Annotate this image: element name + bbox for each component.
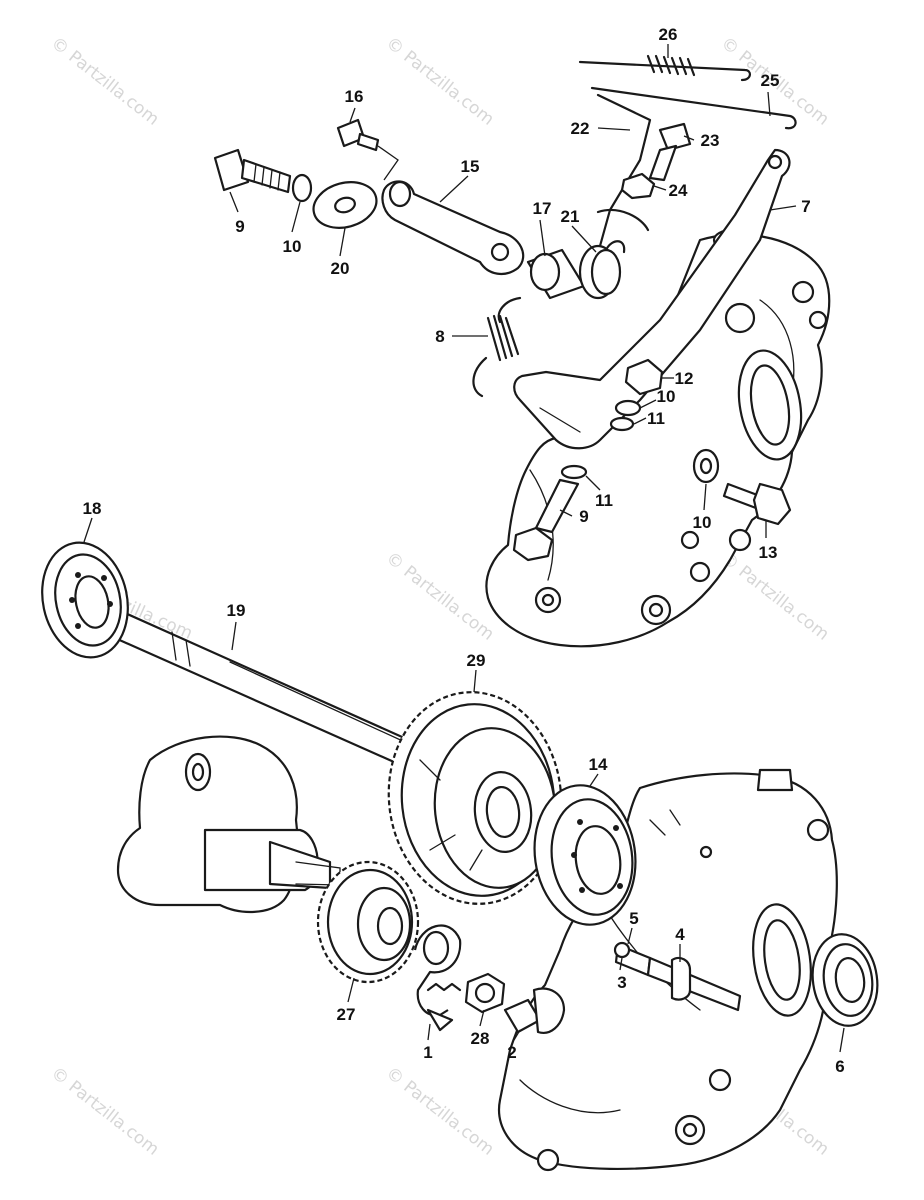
watermark-2: © Partzilla.com xyxy=(382,33,498,130)
plate-22 xyxy=(596,93,652,248)
callout-20: 20 xyxy=(331,259,350,278)
callouts: 1 2 3 4 5 6 7 8 9 9 10 10 10 11 11 12 13… xyxy=(83,25,845,1076)
callout-6: 6 xyxy=(835,1057,844,1076)
callout-10-upper: 10 xyxy=(283,237,302,256)
stopper-parts xyxy=(613,941,742,1012)
bolt-9-upper xyxy=(213,148,292,194)
callout-16: 16 xyxy=(345,87,364,106)
callout-22: 22 xyxy=(571,119,590,138)
torsion-spring-21 xyxy=(578,240,626,300)
callout-11-upper: 11 xyxy=(647,409,665,428)
callout-4: 4 xyxy=(675,925,685,944)
callout-8: 8 xyxy=(435,327,444,346)
upper-crankcase-cover xyxy=(485,228,831,648)
rod-25 xyxy=(590,86,797,130)
ratchet-spring-1 xyxy=(413,924,462,1032)
callout-1: 1 xyxy=(423,1043,432,1062)
driven-gear-29 xyxy=(387,691,563,905)
callout-2: 2 xyxy=(507,1043,516,1062)
watermark-6: © Partzilla.com xyxy=(47,1063,163,1160)
return-spring-8 xyxy=(472,296,522,398)
callout-21: 21 xyxy=(561,207,580,226)
watermark-4: © Partzilla.com xyxy=(382,548,498,645)
pin-2 xyxy=(503,987,566,1034)
lever-fasteners xyxy=(512,358,792,562)
callout-10-mid: 10 xyxy=(657,387,676,406)
oil-seal-6 xyxy=(811,933,879,1027)
callout-15: 15 xyxy=(461,157,480,176)
bearing-18 xyxy=(41,541,129,659)
lockwasher-10-upper xyxy=(291,173,313,203)
washer-20 xyxy=(312,181,378,229)
spring-26 xyxy=(578,54,751,82)
left-crankcase-cover xyxy=(116,735,341,914)
callout-14: 14 xyxy=(589,755,608,774)
callout-26: 26 xyxy=(659,25,678,44)
callout-25: 25 xyxy=(761,71,780,90)
watermark-5: © Partzilla.com xyxy=(717,548,833,645)
callout-3: 3 xyxy=(617,973,626,992)
callout-27: 27 xyxy=(337,1005,356,1024)
callout-5: 5 xyxy=(629,909,638,928)
callout-17: 17 xyxy=(533,199,552,218)
callout-12: 12 xyxy=(675,369,694,388)
bolt-23-and-nut-24 xyxy=(620,122,692,200)
callout-23: 23 xyxy=(701,131,720,150)
nut-28 xyxy=(464,972,506,1014)
callout-7: 7 xyxy=(801,197,810,216)
callout-18: 18 xyxy=(83,499,102,518)
collar-17 xyxy=(526,248,586,300)
callout-9-lower: 9 xyxy=(579,507,588,526)
bolt-16 xyxy=(336,118,399,181)
brake-lever-7 xyxy=(513,148,791,450)
watermark-7: © Partzilla.com xyxy=(382,1063,498,1160)
callout-11-lower: 11 xyxy=(595,491,613,510)
callout-13: 13 xyxy=(759,543,778,562)
bearing-14 xyxy=(533,784,637,926)
callout-10-lower: 10 xyxy=(693,513,712,532)
kick-gear-27 xyxy=(316,860,420,984)
callout-9-upper: 9 xyxy=(235,217,244,236)
callout-19: 19 xyxy=(227,601,246,620)
watermark-1: © Partzilla.com xyxy=(47,33,163,130)
callout-24: 24 xyxy=(669,181,688,200)
callout-29: 29 xyxy=(467,651,486,670)
kick-arm-15 xyxy=(381,180,525,276)
leader-lines xyxy=(83,44,845,1053)
callout-28: 28 xyxy=(471,1029,490,1048)
